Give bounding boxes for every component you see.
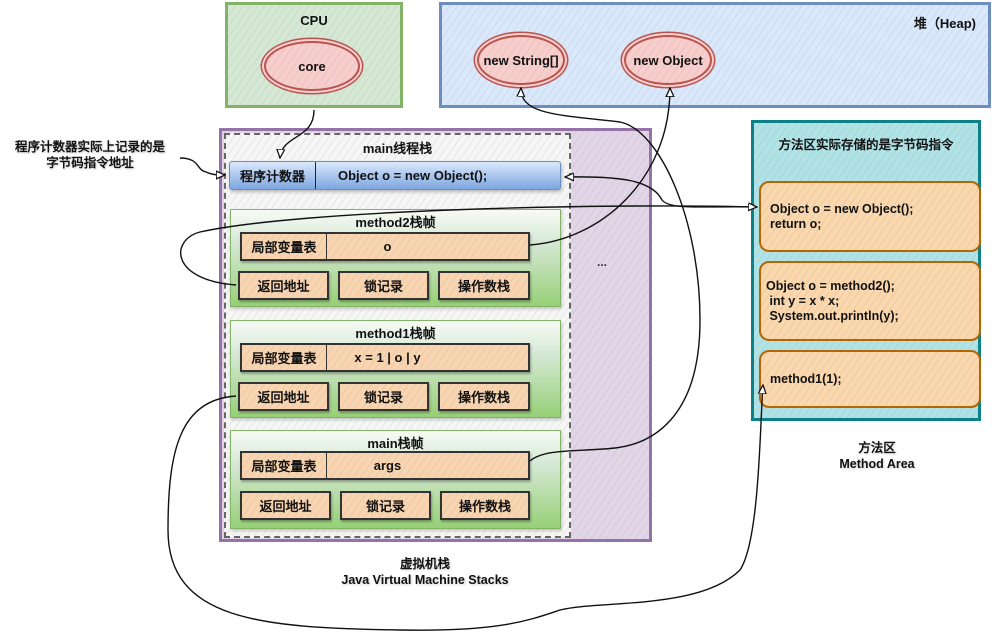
local-variable-table-value: o: [383, 239, 392, 254]
code-block-main[interactable]: method1(1);: [759, 350, 981, 408]
code-line: return o;: [770, 216, 822, 231]
code-block-method2[interactable]: Object o = new Object(); return o;: [759, 181, 981, 252]
more-threads-ellipsis: ...: [597, 255, 608, 269]
operand-stack[interactable]: 操作数栈: [440, 491, 530, 520]
jvm-caption-cn: 虚拟机栈: [399, 557, 450, 571]
return-address[interactable]: 返回地址: [240, 491, 331, 520]
stack-frame-main[interactable]: main栈帧 局部变量表 args 返回地址 锁记录 操作数栈: [230, 430, 561, 529]
return-address[interactable]: 返回地址: [238, 271, 329, 300]
cpu-title: CPU: [300, 13, 328, 28]
local-variable-table[interactable]: 局部变量表 x = 1 | o | y: [240, 343, 530, 372]
operand-stack[interactable]: 操作数栈: [438, 271, 530, 300]
method-area-title: 方法区实际存储的是字节码指令: [778, 138, 954, 152]
code-block-method1[interactable]: Object o = method2(); int y = x * x; Sys…: [759, 261, 981, 341]
frame-title: method2栈帧: [355, 215, 436, 230]
local-variable-table-label: 局部变量表: [242, 234, 327, 259]
local-variable-table[interactable]: 局部变量表 args: [240, 451, 530, 480]
lock-record[interactable]: 锁记录: [338, 382, 429, 411]
local-variable-table-value: args: [373, 458, 402, 473]
program-counter-note: 程序计数器实际上记录的是 字节码指令地址: [2, 139, 178, 171]
operand-stack[interactable]: 操作数栈: [438, 382, 530, 411]
code-line: System.out.println(y);: [766, 308, 899, 323]
heap-object-string-array[interactable]: new String[]: [477, 35, 565, 85]
pc-note-line1: 程序计数器实际上记录的是: [14, 140, 165, 154]
stack-frame-method1[interactable]: method1栈帧 局部变量表 x = 1 | o | y 返回地址 锁记录 操…: [230, 320, 561, 418]
lock-record[interactable]: 锁记录: [338, 271, 429, 300]
frame-title: method1栈帧: [355, 326, 436, 341]
jvm-stacks-caption: 虚拟机栈 Java Virtual Machine Stacks: [319, 556, 531, 588]
program-counter-label: 程序计数器: [230, 162, 316, 189]
program-counter-value: Object o = new Object();: [338, 168, 488, 183]
frame-title: main栈帧: [367, 436, 424, 451]
method-area-caption-cn: 方法区: [858, 441, 896, 455]
program-counter[interactable]: 程序计数器 Object o = new Object();: [229, 161, 561, 190]
local-variable-table-label: 局部变量表: [242, 453, 327, 478]
local-variable-table[interactable]: 局部变量表 o: [240, 232, 530, 261]
method-area-caption: 方法区 Method Area: [812, 440, 942, 472]
code-line: method1(1);: [770, 371, 842, 386]
code-line: int y = x * x;: [766, 293, 840, 308]
jvm-caption-en: Java Virtual Machine Stacks: [341, 573, 509, 587]
stack-frame-method2[interactable]: method2栈帧 局部变量表 o 返回地址 锁记录 操作数栈: [230, 209, 561, 307]
code-line: Object o = new Object();: [770, 201, 914, 216]
heap-object-object[interactable]: new Object: [624, 35, 712, 85]
lock-record[interactable]: 锁记录: [340, 491, 431, 520]
return-address[interactable]: 返回地址: [238, 382, 329, 411]
pc-note-line2: 字节码指令地址: [46, 156, 134, 170]
code-line: Object o = method2();: [766, 278, 895, 293]
heap-box: 堆（Heap) new String[] new Object: [439, 2, 991, 108]
thread-stack-title: main线程栈: [362, 141, 433, 156]
heap-title: 堆（Heap): [913, 16, 976, 31]
local-variable-table-label: 局部变量表: [242, 345, 327, 370]
method-area-caption-en: Method Area: [839, 457, 915, 471]
cpu-box: CPU core: [225, 2, 403, 108]
cpu-core[interactable]: core: [264, 41, 360, 91]
local-variable-table-value: x = 1 | o | y: [354, 350, 421, 365]
